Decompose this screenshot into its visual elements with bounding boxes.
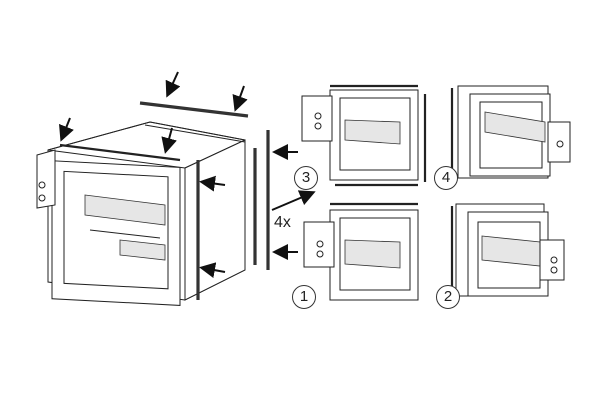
step-damper-3 xyxy=(301,84,427,187)
arrows xyxy=(59,71,316,279)
seal-strips xyxy=(139,101,270,300)
step-label-2: 2 xyxy=(436,285,460,309)
step-label-3: 3 xyxy=(294,166,318,190)
main-damper xyxy=(36,121,246,306)
step-damper-4 xyxy=(450,85,571,179)
step-damper-2 xyxy=(450,203,565,297)
quantity-label: 4x xyxy=(274,214,291,231)
step-label-1: 1 xyxy=(292,285,316,309)
step-damper-1 xyxy=(303,202,419,301)
step-label-4: 4 xyxy=(434,166,458,190)
